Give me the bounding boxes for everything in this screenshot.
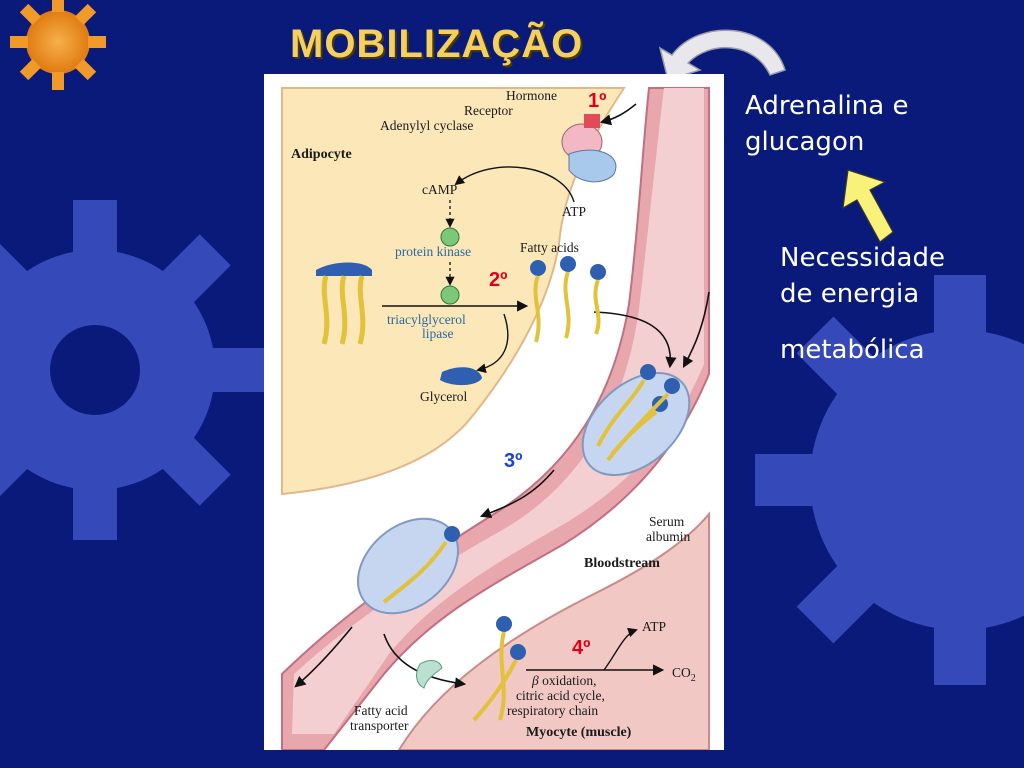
hormones-text: Adrenalina e glucagon — [745, 88, 908, 160]
kinase-marker-icon — [440, 227, 460, 247]
triacylglycerol-molecule — [316, 262, 372, 345]
label-fatty-acid: Fatty acid — [354, 703, 408, 718]
gear-icon — [755, 275, 1024, 685]
energy-need-text: Necessidade de energia metabólica — [780, 240, 945, 368]
arrow-blood-flow-top — [682, 291, 710, 368]
label-fatty-acids: Fatty acids — [520, 240, 579, 255]
arrow-atp-to-camp — [454, 166, 575, 203]
hormone-shape — [584, 114, 600, 128]
sun-icon — [10, 0, 106, 90]
label-receptor: Receptor — [464, 103, 513, 118]
side-text-line: de energia — [780, 279, 920, 309]
beta-symbol: β — [531, 673, 539, 688]
label-serum: Serum — [649, 514, 685, 529]
label-bloodstream: Bloodstream — [584, 556, 660, 571]
fatty-acid-transporter-shape — [416, 660, 443, 689]
co2-text: CO — [672, 665, 691, 680]
step-1-marker: 1º — [588, 90, 606, 112]
arrow-hormone-to-receptor — [599, 103, 637, 126]
arrow-fa-to-albumin — [593, 311, 677, 369]
side-text-line: glucagon — [745, 127, 865, 157]
step-2-marker: 2º — [489, 269, 507, 291]
beta-oxidation-text: oxidation, — [539, 673, 597, 688]
arrow-albumin-downstream — [479, 469, 555, 519]
yellow-arrow-icon — [842, 169, 894, 243]
label-citric-acid-cycle: citric acid cycle, — [516, 688, 605, 703]
side-text-line: Necessidade — [780, 243, 945, 273]
step-4-marker: 4º — [572, 637, 590, 659]
myocyte-fatty-acids — [472, 616, 526, 722]
label-protein-kinase: protein kinase — [395, 244, 471, 259]
arrow-to-glycerol — [476, 313, 509, 374]
label-co2: CO2 — [672, 665, 696, 684]
label-atp-top: ATP — [562, 204, 586, 219]
label-albumin: albumin — [646, 529, 690, 544]
fatty-acid-mobilization-diagram: Hormone Receptor Adenylyl cyclase Adipoc… — [281, 87, 710, 750]
label-myocyte: Myocyte (muscle) — [526, 725, 632, 740]
arrow-to-atp — [603, 627, 638, 671]
label-glycerol: Glycerol — [420, 389, 467, 404]
label-adipocyte: Adipocyte — [291, 147, 352, 162]
label-hormone: Hormone — [506, 88, 557, 103]
label-beta-oxidation: β oxidation, — [531, 673, 596, 688]
adenylyl-cyclase-shape — [568, 149, 617, 183]
label-transporter: transporter — [350, 718, 409, 733]
curved-arrow-icon — [658, 29, 786, 81]
lipase-marker-icon — [440, 285, 460, 305]
side-text-line: Adrenalina e — [745, 91, 909, 121]
arrow-albumin-to-myocyte — [383, 633, 467, 689]
arrow-blood-flow-bottom — [294, 626, 353, 688]
fatty-acid-molecules — [530, 256, 606, 343]
label-atp-bottom: ATP — [642, 619, 666, 634]
step-3-marker: 3º — [504, 450, 522, 472]
co2-subscript: 2 — [691, 673, 696, 684]
side-text-line: metabólica — [780, 335, 925, 365]
myocyte-cell — [397, 511, 710, 750]
albumin-with-fatty-acid — [356, 517, 460, 615]
albumin-with-fatty-acids — [581, 364, 691, 477]
label-tag-lipase-2: lipase — [422, 326, 454, 341]
page-title: MOBILIZAÇÃO — [290, 22, 584, 66]
label-respiratory-chain: respiratory chain — [507, 703, 598, 718]
label-camp: cAMP — [422, 182, 457, 197]
glycerol-molecule — [440, 367, 482, 386]
label-tag-lipase-1: triacylglycerol — [387, 312, 466, 327]
label-adenylyl-cyclase: Adenylyl cyclase — [380, 118, 473, 133]
